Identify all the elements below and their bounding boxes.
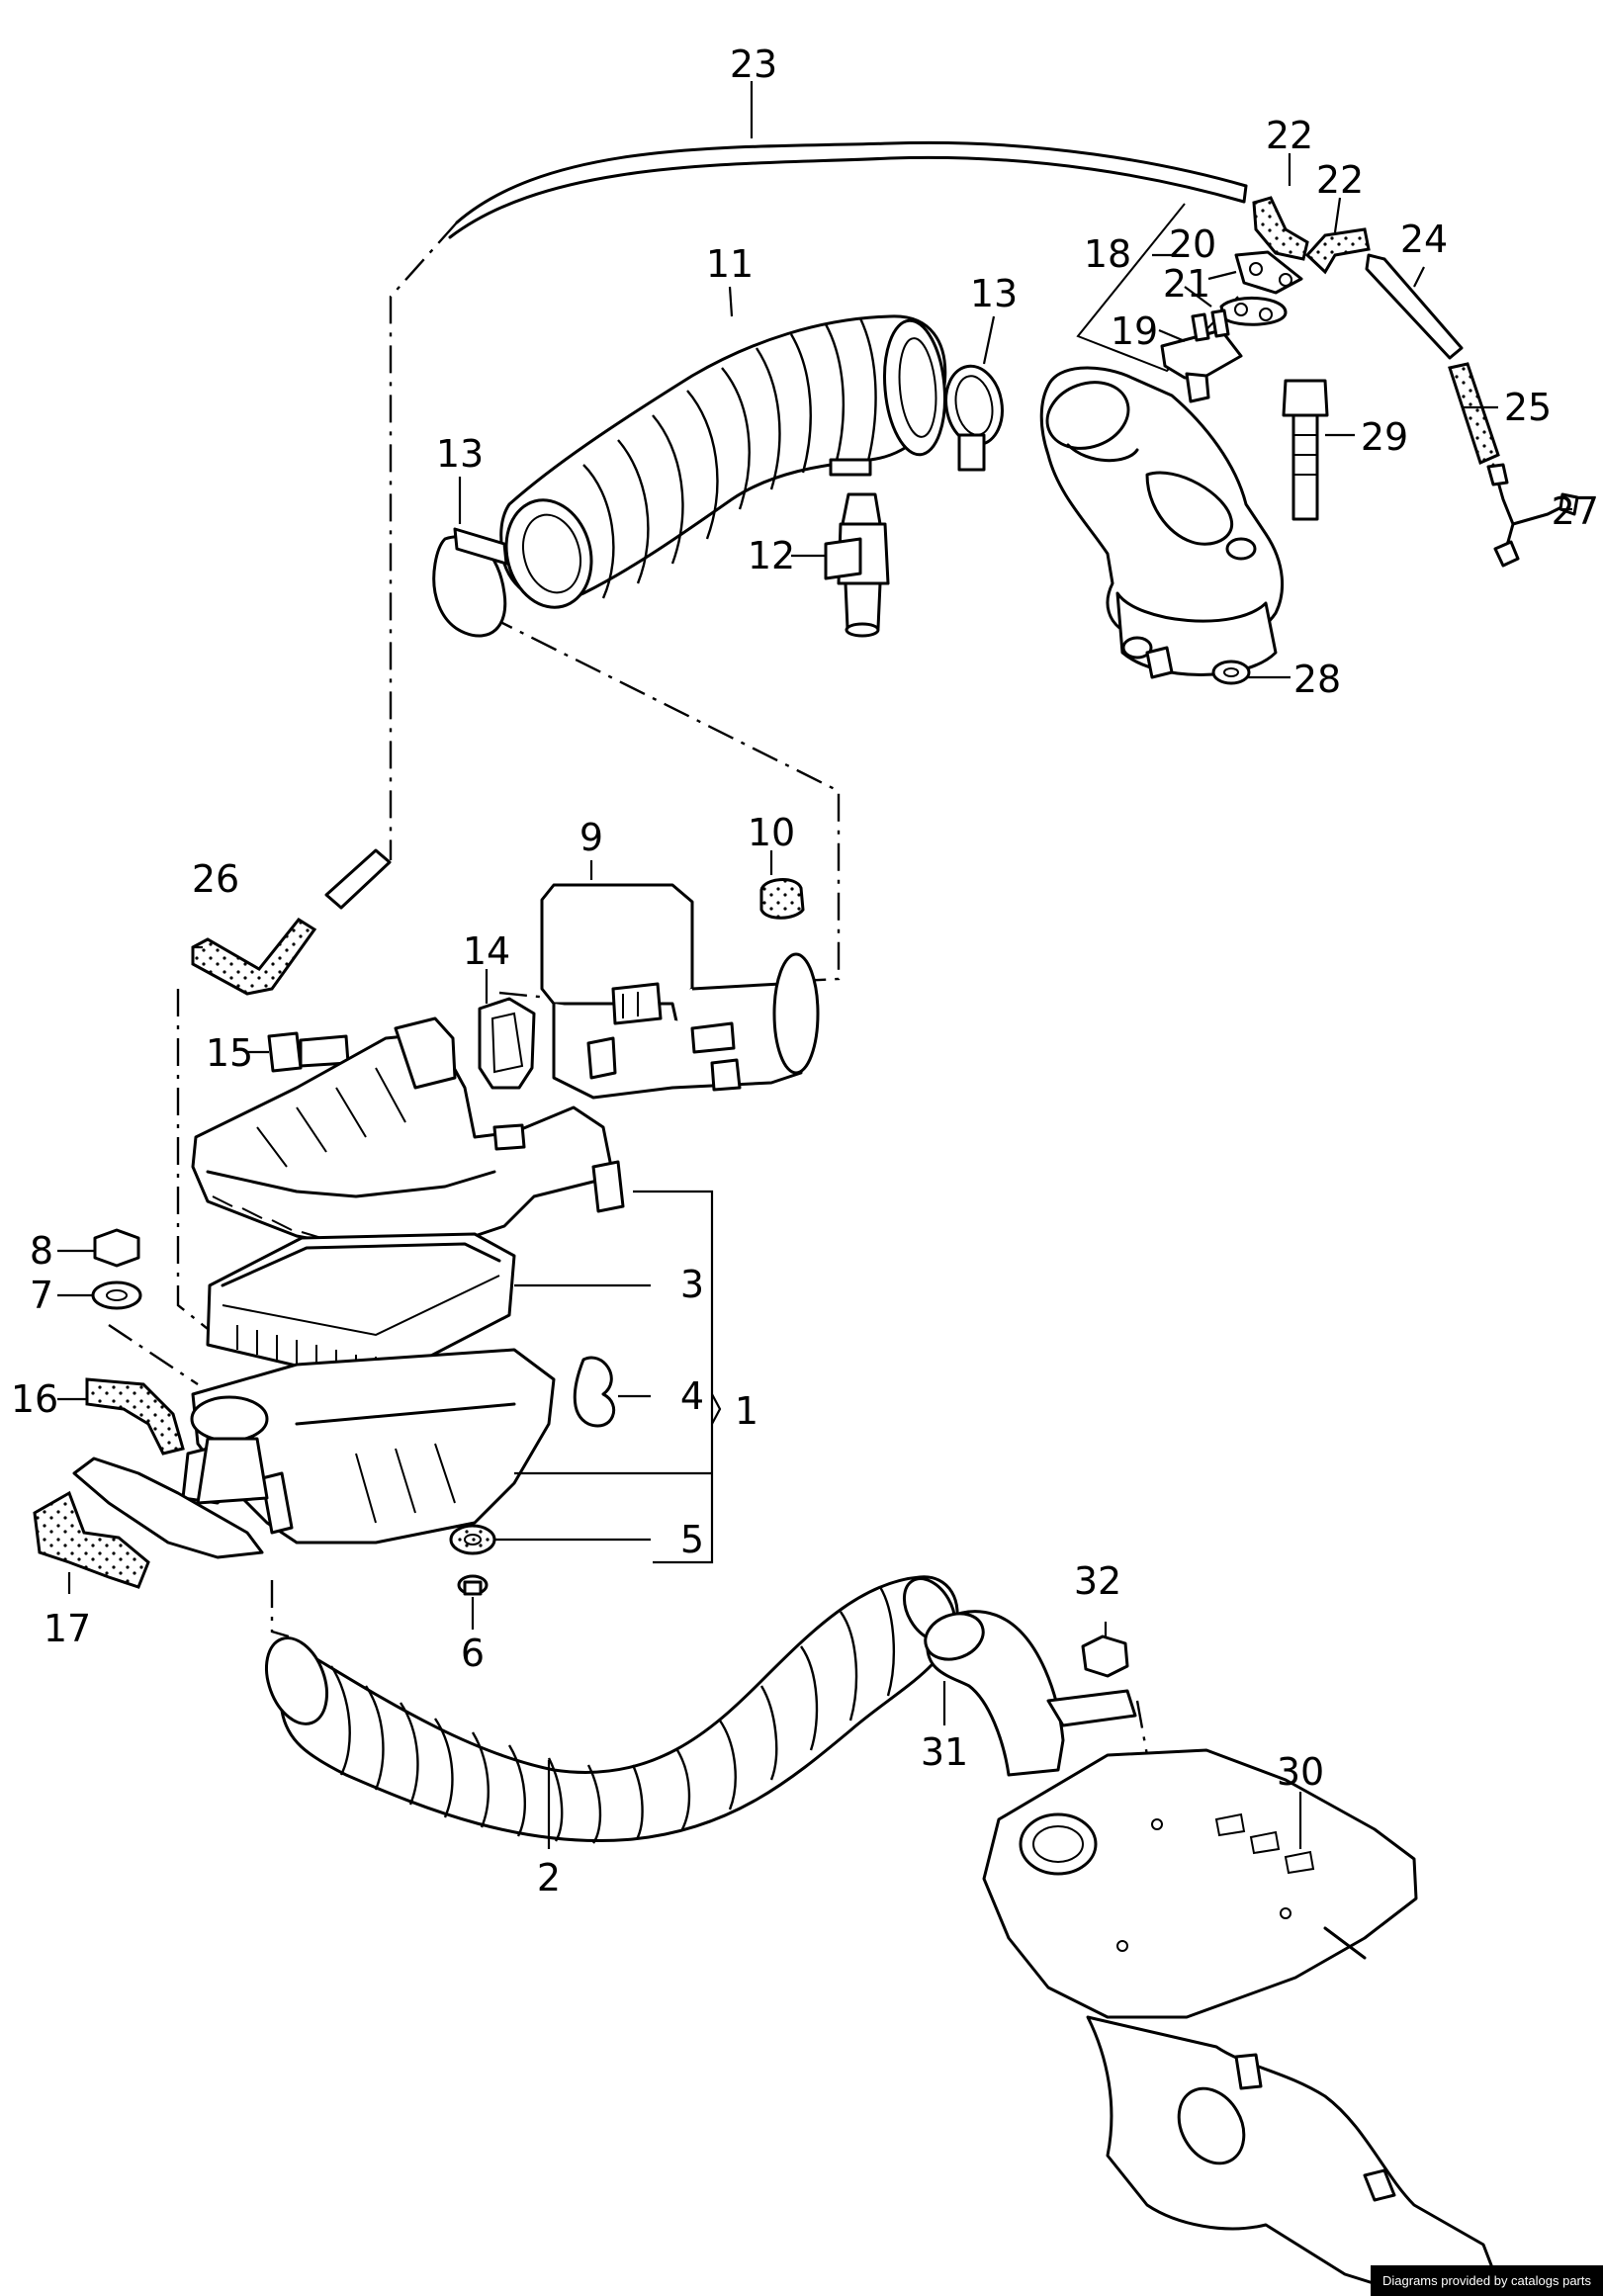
label-24: 24 [1400,218,1448,261]
part-intake-elbow [1039,366,1285,679]
label-1: 1 [735,1389,758,1433]
label-7: 7 [30,1274,53,1317]
label-32: 32 [1074,1559,1121,1603]
part-28-washer [1211,660,1251,685]
label-3: 3 [680,1263,704,1306]
part-intake-bracket [72,1395,269,1559]
part-6-pin [457,1574,489,1596]
label-28: 28 [1293,658,1341,701]
label-26: 26 [192,857,239,901]
part-22-elbow-hoses [1252,196,1371,275]
label-19: 19 [1111,309,1158,353]
label-16: 16 [11,1377,58,1421]
label-4: 4 [680,1374,704,1418]
part-8-nut [93,1228,140,1268]
label-25: 25 [1504,386,1552,429]
part-26-hose [191,848,392,996]
label-11: 11 [706,242,754,286]
part-13-clamps [432,364,1004,638]
label-15: 15 [206,1031,253,1075]
part-24-25-27-hose [1365,253,1579,568]
label-13a: 13 [970,272,1018,315]
label-6: 6 [461,1632,485,1675]
part-9-air-flow-meter [540,883,820,1100]
part-12-sensor [824,492,890,638]
part-3-filter-element [206,1232,516,1386]
part-29-bolt [1282,379,1329,521]
label-27: 27 [1552,489,1599,533]
part-10-cap [759,878,805,920]
label-22b: 22 [1316,158,1364,202]
label-10: 10 [748,811,795,854]
leader-lines [57,81,1572,1849]
label-31: 31 [921,1730,968,1774]
part-4-clip [573,1356,616,1428]
part-14-gasket [478,997,536,1090]
label-18: 18 [1084,232,1131,276]
part-air-filter-upper [191,1016,625,1253]
part-7-washer [91,1280,142,1310]
diagram-credit: Diagrams provided by catalogs parts [1371,2265,1603,2296]
part-32-nut [1081,1634,1129,1678]
label-5: 5 [680,1518,704,1561]
label-29: 29 [1361,415,1408,459]
part-5-grommet [449,1524,496,1555]
part-31-elbow-pipe [924,1610,1137,1777]
part-exhaust-manifold [1086,2015,1505,2296]
part-30-heat-shield [982,1748,1418,2019]
part-23-vacuum-hose [448,140,1248,239]
part-18-21-bracket-sensor [1076,203,1303,403]
label-30: 30 [1277,1750,1324,1794]
callout-labels: 23 22 22 24 18 20 21 19 11 13 13 25 29 2… [11,43,1599,1899]
label-17: 17 [44,1607,91,1650]
label-20: 20 [1169,222,1216,266]
label-8: 8 [30,1229,53,1273]
part-17-hose [33,1490,150,1589]
part-16-hose [85,1377,185,1456]
label-12: 12 [748,534,795,577]
part-2-lower-hose [265,1575,959,1844]
label-22a: 22 [1266,114,1313,157]
label-2: 2 [537,1856,561,1899]
label-23: 23 [730,43,777,86]
label-13b: 13 [436,432,484,476]
label-9: 9 [579,816,603,859]
part-11-intake-hose [499,314,947,609]
label-14: 14 [463,929,510,973]
label-21: 21 [1163,262,1210,306]
